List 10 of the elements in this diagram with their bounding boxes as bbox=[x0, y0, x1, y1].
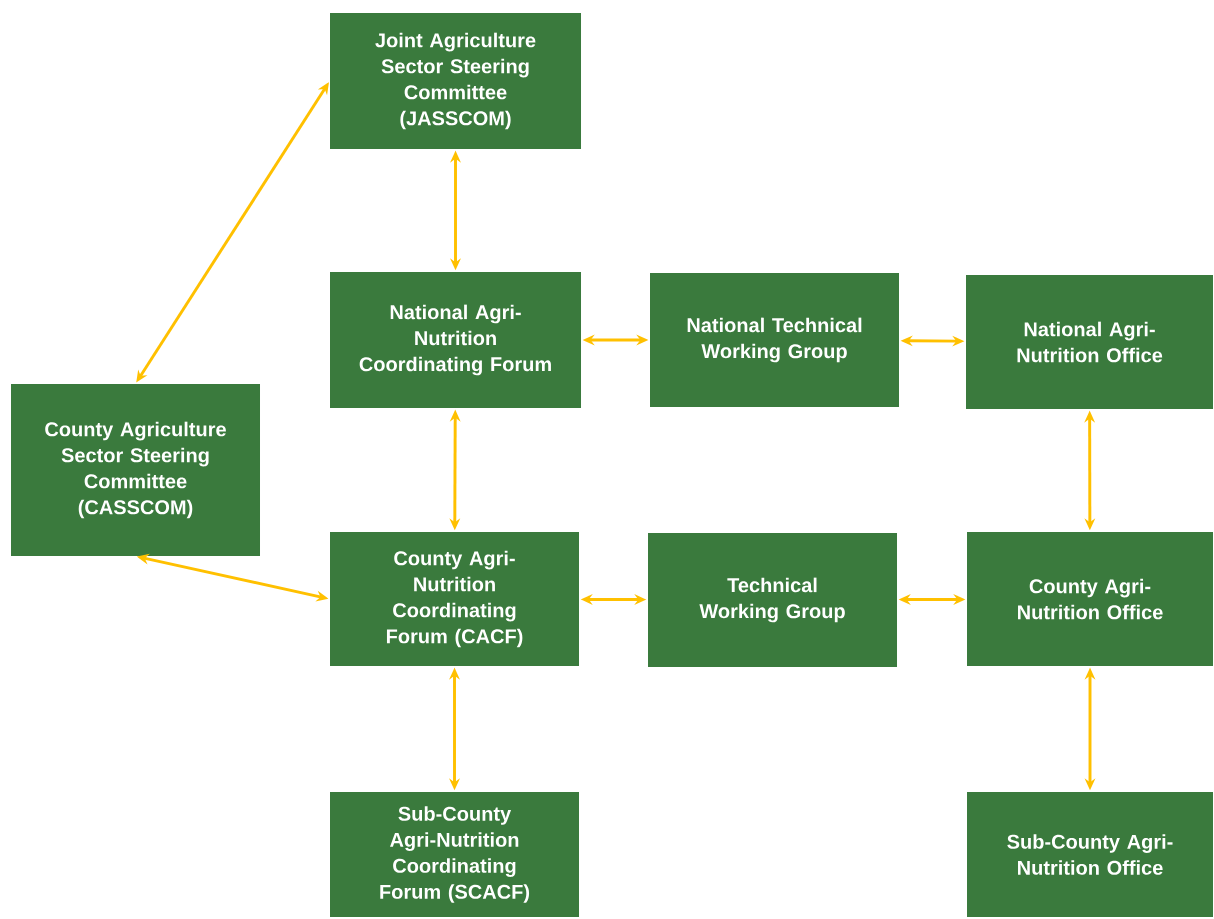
process-box: National Agri-Nutrition Coordinating Forum bbox=[330, 272, 581, 408]
process-box: County Agri-Nutrition Office bbox=[967, 532, 1213, 666]
process-box: National Agri-Nutrition Office bbox=[966, 275, 1213, 409]
process-box: Joint Agriculture Sector Steering Committee (JASSCOM) bbox=[330, 13, 581, 149]
process-box: Technical Working Group bbox=[648, 533, 897, 667]
process-box: Sub-County Agri-Nutrition Office bbox=[967, 792, 1213, 917]
process-box: National Technical Working Group bbox=[650, 273, 899, 407]
process-box: Sub-County Agri-Nutrition Coordinating Forum (SCACF) bbox=[330, 792, 579, 917]
process-box: County Agriculture Sector Steering Committee (CASSCOM) bbox=[11, 384, 260, 556]
process-box: County Agri-Nutrition Coordinating Forum (CACF) bbox=[330, 532, 579, 666]
